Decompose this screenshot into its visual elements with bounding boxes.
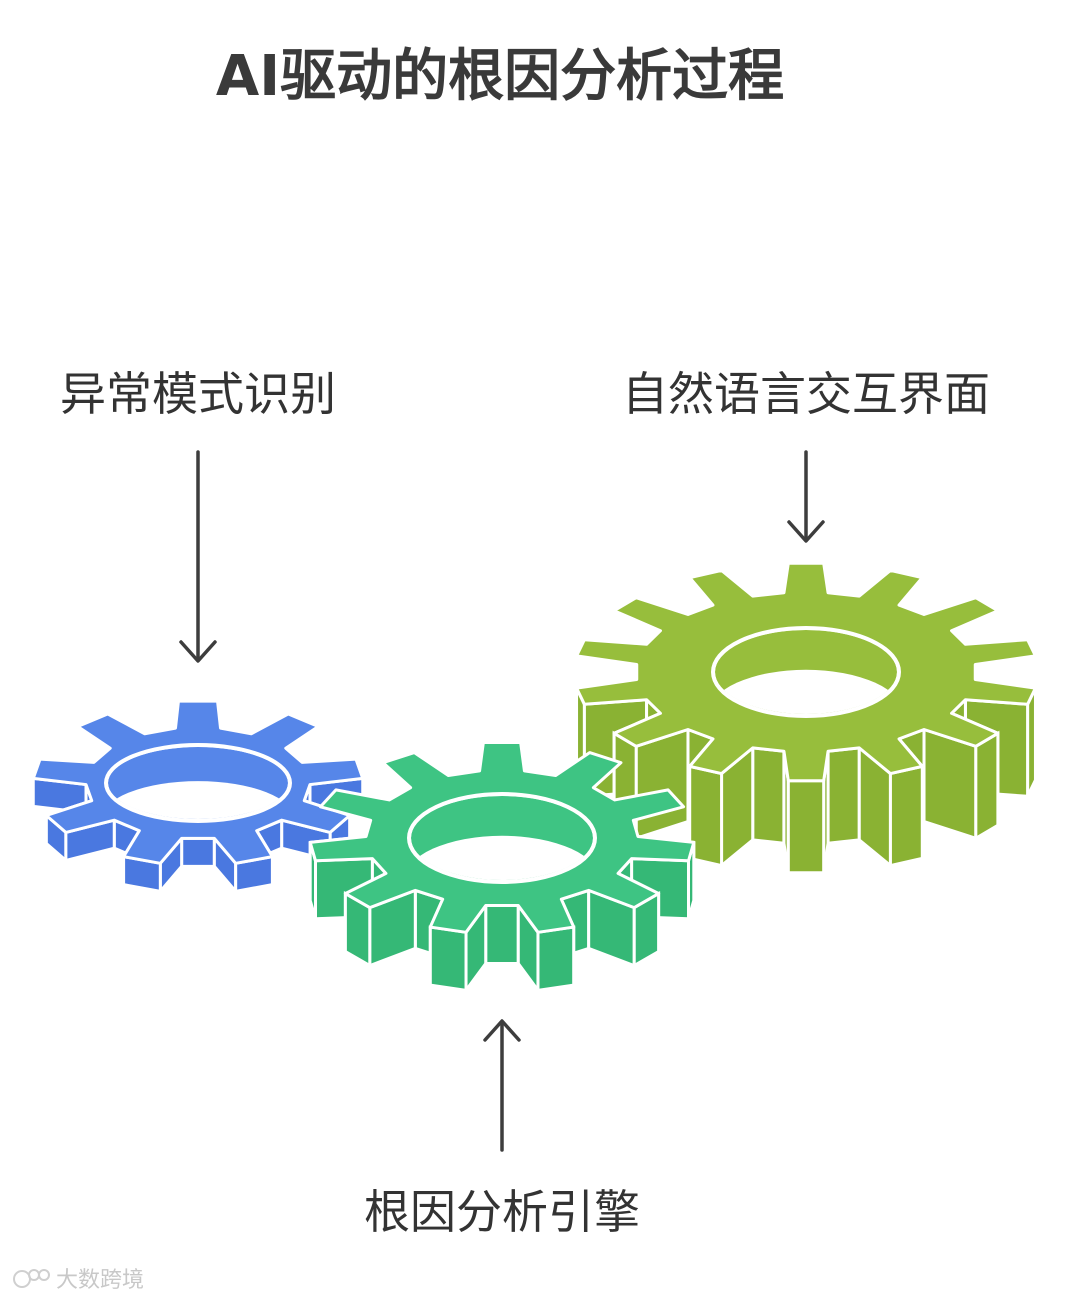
gear-side-face: [974, 730, 1000, 841]
gear-side-face: [826, 746, 861, 845]
page-title: AI驱动的根因分析过程: [216, 44, 784, 109]
arrow-nlp-down-icon: [787, 450, 825, 543]
gear-hole-floor: [715, 669, 897, 714]
gear-hole-floor: [108, 781, 288, 819]
label-anomaly-pattern-recognition: 异常模式识别: [60, 367, 336, 421]
gear-side-face: [751, 746, 786, 845]
arrow-engine-up-icon: [483, 1019, 521, 1152]
arrow-anomaly-down-icon: [179, 450, 217, 663]
gear-side-face: [484, 904, 520, 966]
gear-side-face: [786, 779, 826, 875]
watermark-text: 大数跨境: [56, 1268, 144, 1293]
gear-natural-language-interface: [575, 561, 1037, 875]
gear-side-face: [634, 727, 690, 841]
gear-side-face: [536, 925, 576, 993]
gear-root-cause-analysis-engine: [308, 740, 696, 995]
gear-hole-rim: [104, 743, 292, 823]
gear-side-face: [428, 925, 468, 993]
gear-hole-floor: [411, 835, 593, 880]
gear-hole-rim: [407, 792, 597, 884]
gear-side-face: [888, 764, 924, 868]
label-root-cause-analysis-engine: 根因分析引擎: [364, 1185, 640, 1239]
gear-hole-rim: [711, 626, 901, 718]
gear-anomaly-pattern-recognition: [31, 699, 365, 896]
watermark: 大数跨境: [13, 1268, 144, 1293]
watermark-logo-icon: [13, 1269, 50, 1288]
label-natural-language-interface: 自然语言交互界面: [622, 367, 990, 421]
gear-side-face: [922, 727, 978, 841]
gear-side-face: [180, 836, 216, 868]
